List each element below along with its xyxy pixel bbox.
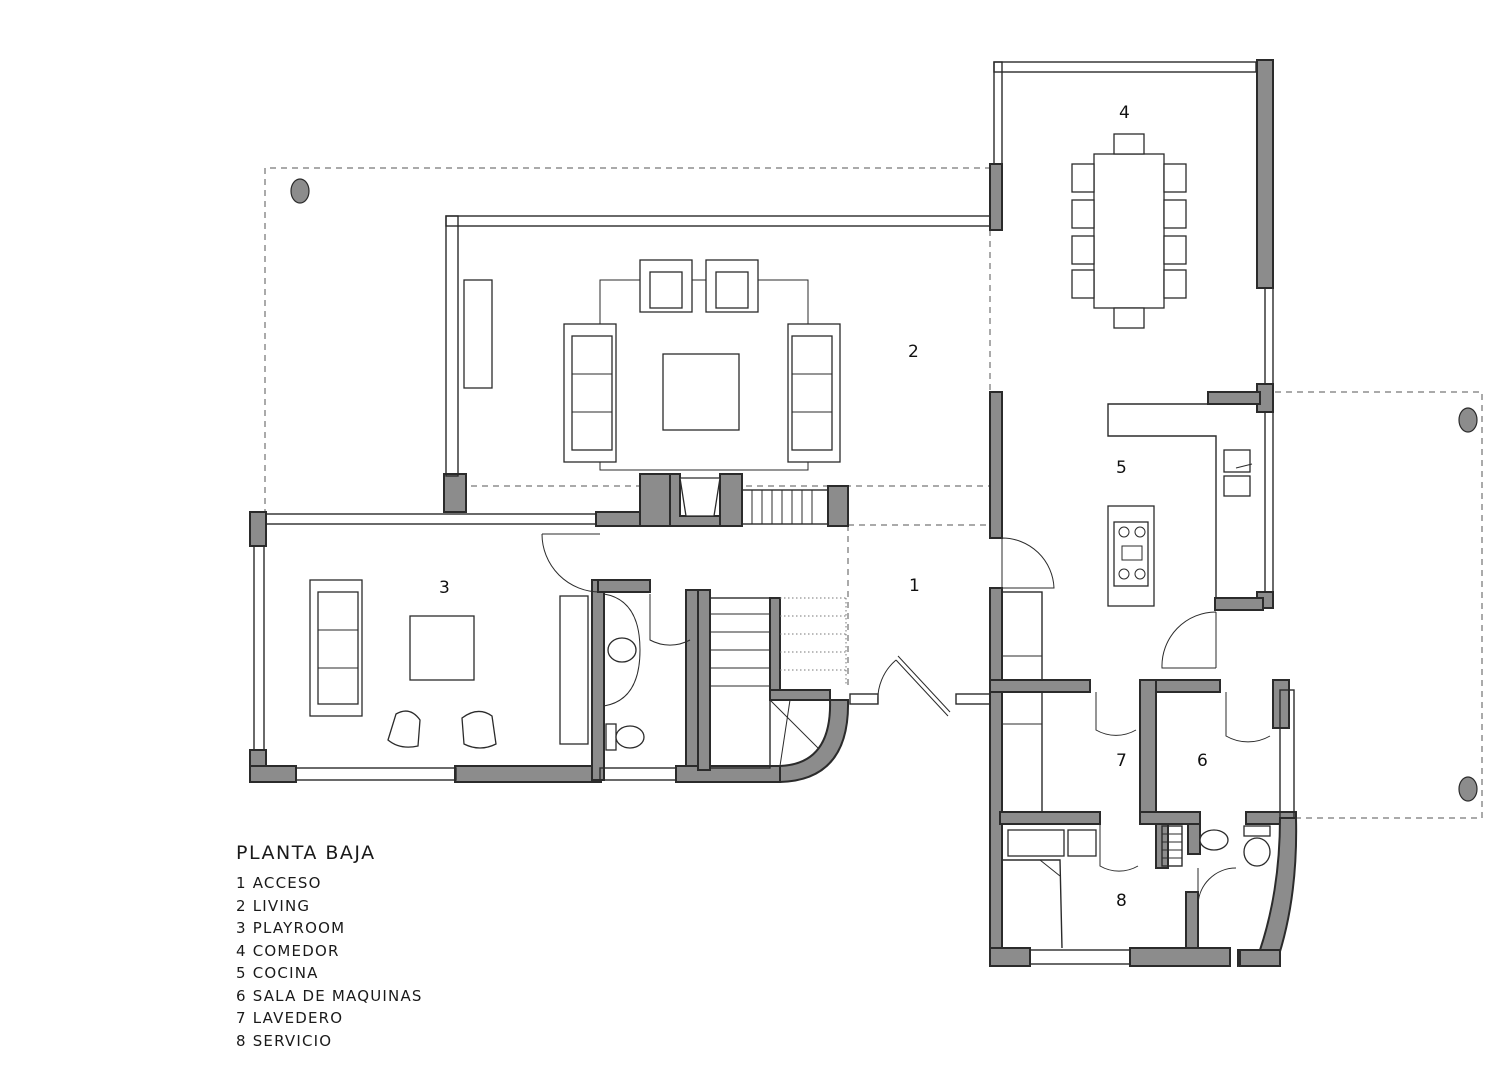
plan-title: PLANTA BAJA	[236, 842, 376, 864]
bathroom-fixtures	[603, 593, 645, 751]
windows	[253, 61, 1295, 965]
room-number-1: 1	[909, 576, 920, 596]
room-number-7: 7	[1116, 751, 1127, 771]
legend-item: 1 ACCESO	[236, 874, 322, 892]
legend-item: 3 PLAYROOM	[236, 919, 346, 937]
plan-legend: PLANTA BAJA 1 ACCESO 2 LIVING 3 PLAYROOM…	[236, 842, 423, 1052]
column	[1458, 776, 1478, 802]
room-number-3: 3	[439, 578, 450, 598]
legend-item: 2 LIVING	[236, 896, 311, 915]
legend-item: 6 SALA DE MAQUINAS	[236, 986, 423, 1005]
legend-item: 4 COMEDOR	[236, 941, 340, 960]
service-fixtures	[1001, 591, 1271, 949]
legend-item: 7 LAVEDERO	[236, 1009, 344, 1027]
stair	[679, 477, 850, 784]
legend-item: 8 SERVICIO	[236, 1031, 333, 1050]
playroom-furniture	[309, 579, 589, 749]
doors	[541, 533, 1271, 907]
dining-furniture	[1071, 133, 1187, 329]
living-furniture	[463, 259, 841, 471]
room-number-8: 8	[1116, 891, 1127, 911]
column	[1458, 407, 1478, 433]
legend-item: 5 COCINA	[236, 964, 319, 982]
room-number-4: 4	[1119, 103, 1130, 123]
kitchen-fixtures	[1107, 403, 1253, 607]
roof-overhang-lines	[264, 167, 1483, 819]
room-number-2: 2	[908, 342, 919, 362]
room-number-5: 5	[1116, 458, 1127, 478]
room-number-6: 6	[1197, 751, 1208, 771]
column	[290, 178, 310, 204]
